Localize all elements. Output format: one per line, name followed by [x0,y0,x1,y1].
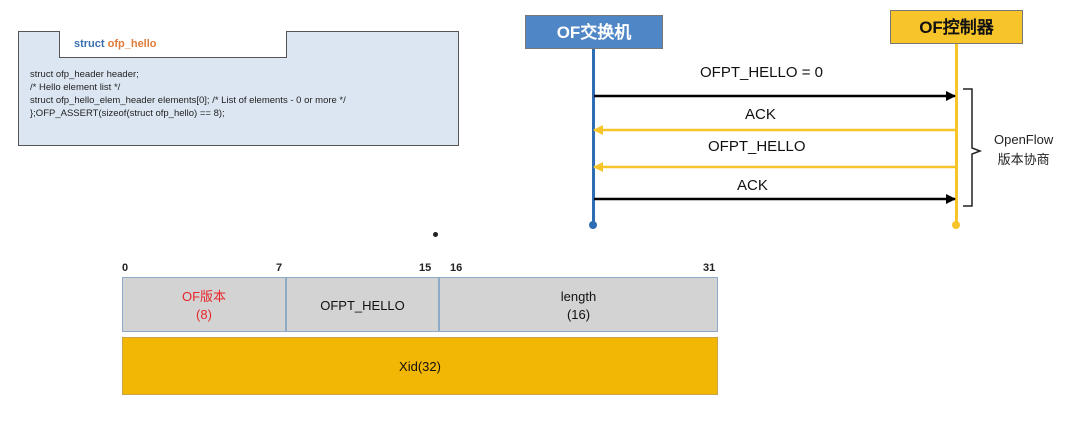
msg-label: ACK [737,177,768,194]
version-negotiation-label: OpenFlow 版本协商 [994,130,1053,170]
msg-label: ACK [745,106,776,123]
cursor-dot [433,232,438,237]
msg-label: OFPT_HELLO = 0 [700,64,823,81]
controller-lifeline [955,44,958,224]
struct-name: ofp_hello [107,38,157,50]
switch-lifeline [592,49,595,224]
length-field-name: length [560,289,597,304]
struct-keyword: struct [74,38,108,50]
bit-index: 31 [703,262,716,274]
xid-field: Xid(32) [122,337,718,395]
brace-label-line: OpenFlow [994,132,1054,147]
bit-index: 7 [276,262,283,274]
struct-code-box: struct ofp_hello struct ofp_header heade… [18,31,459,146]
length-field: length (16) [439,277,718,332]
negotiation-brace [963,88,983,207]
version-field-size: (8) [196,307,212,322]
code-line: /* Hello element list */ [30,82,121,93]
controller-actor-box: OF控制器 [890,10,1023,44]
msg-label: OFPT_HELLO [708,138,806,155]
struct-code-body: struct ofp_header header; /* Hello eleme… [30,68,452,120]
brace-label-line: 版本协商 [997,152,1050,167]
type-field: OFPT_HELLO [286,277,439,332]
version-field: OF版本 (8) [122,277,286,332]
switch-lifeline-end [589,221,597,229]
code-line: struct ofp_header header; [30,69,139,80]
struct-tab: struct ofp_hello [59,31,287,58]
code-line: };OFP_ASSERT(sizeof(struct ofp_hello) ==… [30,108,225,119]
controller-lifeline-end [952,221,960,229]
bit-index: 16 [450,262,463,274]
bit-index: 15 [419,262,432,274]
switch-actor-box: OF交换机 [525,15,663,49]
length-field-size: (16) [566,307,591,322]
bit-index: 0 [122,262,129,274]
code-line: struct ofp_hello_elem_header elements[0]… [30,95,346,106]
version-field-name: OF版本 [181,289,227,304]
